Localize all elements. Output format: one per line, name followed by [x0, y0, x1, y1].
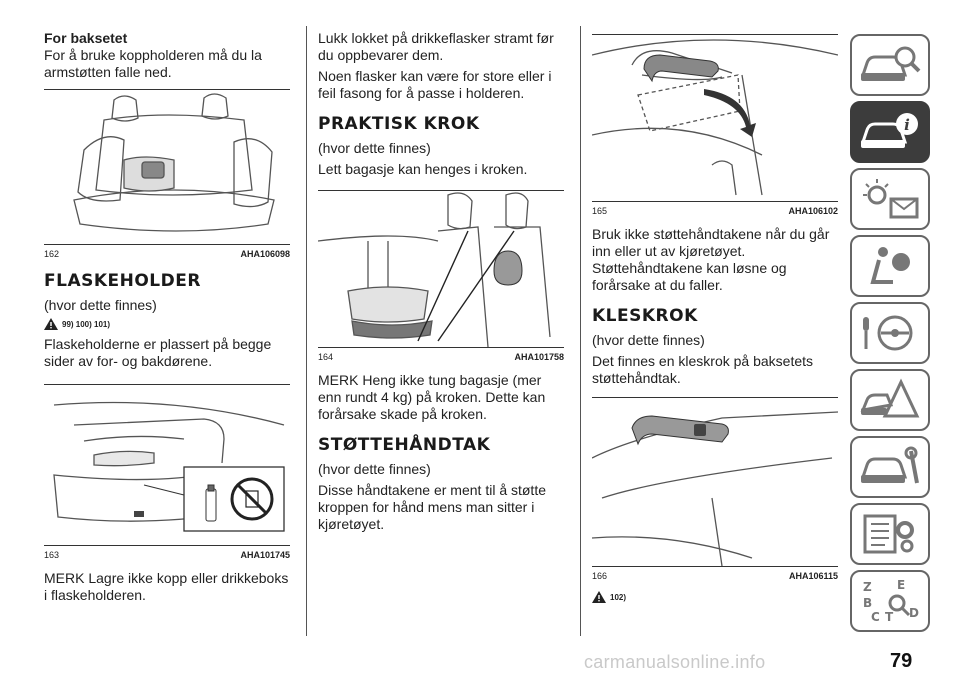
column-divider-2 — [580, 26, 581, 636]
cupholder-intro-text: For å bruke koppholderen må du la armstø… — [44, 47, 262, 80]
warning-triangle-icon — [592, 591, 606, 603]
caption-165: 165 AHA106102 — [592, 206, 838, 216]
coat-hook-illustration — [592, 411, 838, 566]
warning-light-message-icon — [863, 179, 919, 219]
heading-kleskrok: KLESKROK — [592, 306, 698, 326]
svg-text:C: C — [871, 610, 880, 624]
subheading-rear-seat: For baksetet — [44, 30, 128, 46]
figure-code: AHA101758 — [514, 352, 564, 362]
warning-reference: 99) 100) 101) — [44, 318, 290, 330]
caption-162: 162 AHA106098 — [44, 249, 290, 259]
page-number: 79 — [890, 650, 913, 672]
heading-flaskeholder: FLASKEHOLDER — [44, 271, 201, 291]
figure-number: 164 — [318, 352, 334, 362]
figure-number: 165 — [592, 206, 608, 216]
car-search-icon — [860, 46, 921, 81]
availability-note: (hvor dette finnes) — [44, 297, 157, 313]
figure-165 — [592, 34, 838, 202]
warning-ref-numbers: 102) — [610, 592, 627, 602]
column-3: 165 AHA106102 Bruk ikke støttehåndtakene… — [592, 30, 838, 609]
caption-166: 166 AHA106115 — [592, 571, 838, 581]
figure-code: AHA106098 — [240, 249, 290, 259]
svg-text:E: E — [897, 578, 905, 592]
warning-ref-numbers: 99) 100) 101) — [62, 319, 111, 329]
svg-text:Z: Z — [863, 580, 872, 594]
tab-safety[interactable] — [850, 235, 930, 297]
figure-162 — [44, 89, 290, 245]
flaskeholder-body: Flaskeholderne er plassert på begge side… — [44, 336, 272, 369]
figure-164 — [318, 190, 564, 348]
figure-code: AHA106102 — [788, 206, 838, 216]
door-bottle-holder-illustration — [53, 401, 285, 532]
column-2: Lukk lokket på drikkeflasker stramt før … — [318, 30, 564, 537]
figure-number: 166 — [592, 571, 608, 581]
column-1: For baksetet For å bruke koppholderen må… — [44, 30, 290, 608]
tab-car-search[interactable] — [850, 34, 930, 96]
warning-reference: 102) — [592, 591, 838, 603]
figure-code: AHA101745 — [240, 550, 290, 560]
note-hook-load: MERK Heng ikke tung bagasje (mer enn run… — [318, 372, 546, 422]
praktisk-krok-body: Lett bagasje kan henges i kroken. — [318, 161, 528, 177]
note-flaskeholder: MERK Lagre ikke kopp eller drikkeboks i … — [44, 570, 289, 603]
airbag-seat-icon — [870, 247, 910, 284]
figure-166 — [592, 397, 838, 567]
tab-emergency[interactable] — [850, 369, 930, 431]
figure-number: 162 — [44, 249, 60, 259]
figure-163 — [44, 384, 290, 546]
bottle-size-text: Noen flasker kan være for store eller i … — [318, 68, 552, 101]
tab-technical-data[interactable] — [850, 503, 930, 565]
assist-grip-illustration — [592, 39, 838, 196]
caption-163: 163 AHA101745 — [44, 550, 290, 560]
roadside-warning-triangle-icon — [860, 378, 920, 418]
svg-text:B: B — [863, 596, 872, 610]
watermark: carmanualsonline.info — [584, 652, 766, 672]
column-divider-1 — [306, 26, 307, 636]
chapter-sidebar: i — [850, 34, 932, 637]
availability-note: (hvor dette finnes) — [318, 461, 431, 477]
figure-code: AHA106115 — [788, 571, 838, 581]
key-steering-wheel-icon — [863, 315, 913, 351]
car-info-icon: i — [860, 113, 918, 148]
kleskrok-body: Det finnes en kleskrok på baksetets støt… — [592, 353, 814, 386]
rear-seat-armrest-illustration — [73, 93, 275, 232]
heading-stottehandtak: STØTTEHÅNDTAK — [318, 435, 491, 455]
availability-note: (hvor dette finnes) — [318, 140, 431, 156]
close-bottle-text: Lukk lokket på drikkeflasker stramt før … — [318, 30, 554, 63]
tab-warning-lights[interactable] — [850, 168, 930, 230]
tab-maintenance[interactable] — [850, 436, 930, 498]
figure-number: 163 — [44, 550, 60, 560]
car-maintenance-icon — [860, 446, 919, 484]
warning-triangle-icon — [44, 318, 58, 330]
svg-text:T: T — [885, 610, 894, 624]
svg-text:D: D — [909, 606, 919, 620]
tab-car-info[interactable]: i — [850, 101, 930, 163]
grip-warning-text: Bruk ikke støttehåndtakene når du går in… — [592, 226, 830, 293]
technical-data-icon — [863, 514, 914, 554]
tab-starting-driving[interactable] — [850, 302, 930, 364]
caption-164: 164 AHA101758 — [318, 352, 564, 362]
heading-praktisk-krok: PRAKTISK KROK — [318, 114, 480, 134]
stottehandtak-body: Disse håndtakene er ment til å støtte kr… — [318, 482, 546, 532]
availability-note: (hvor dette finnes) — [592, 332, 705, 348]
headrest-hook-illustration — [318, 192, 551, 347]
svg-text:i: i — [904, 116, 910, 134]
